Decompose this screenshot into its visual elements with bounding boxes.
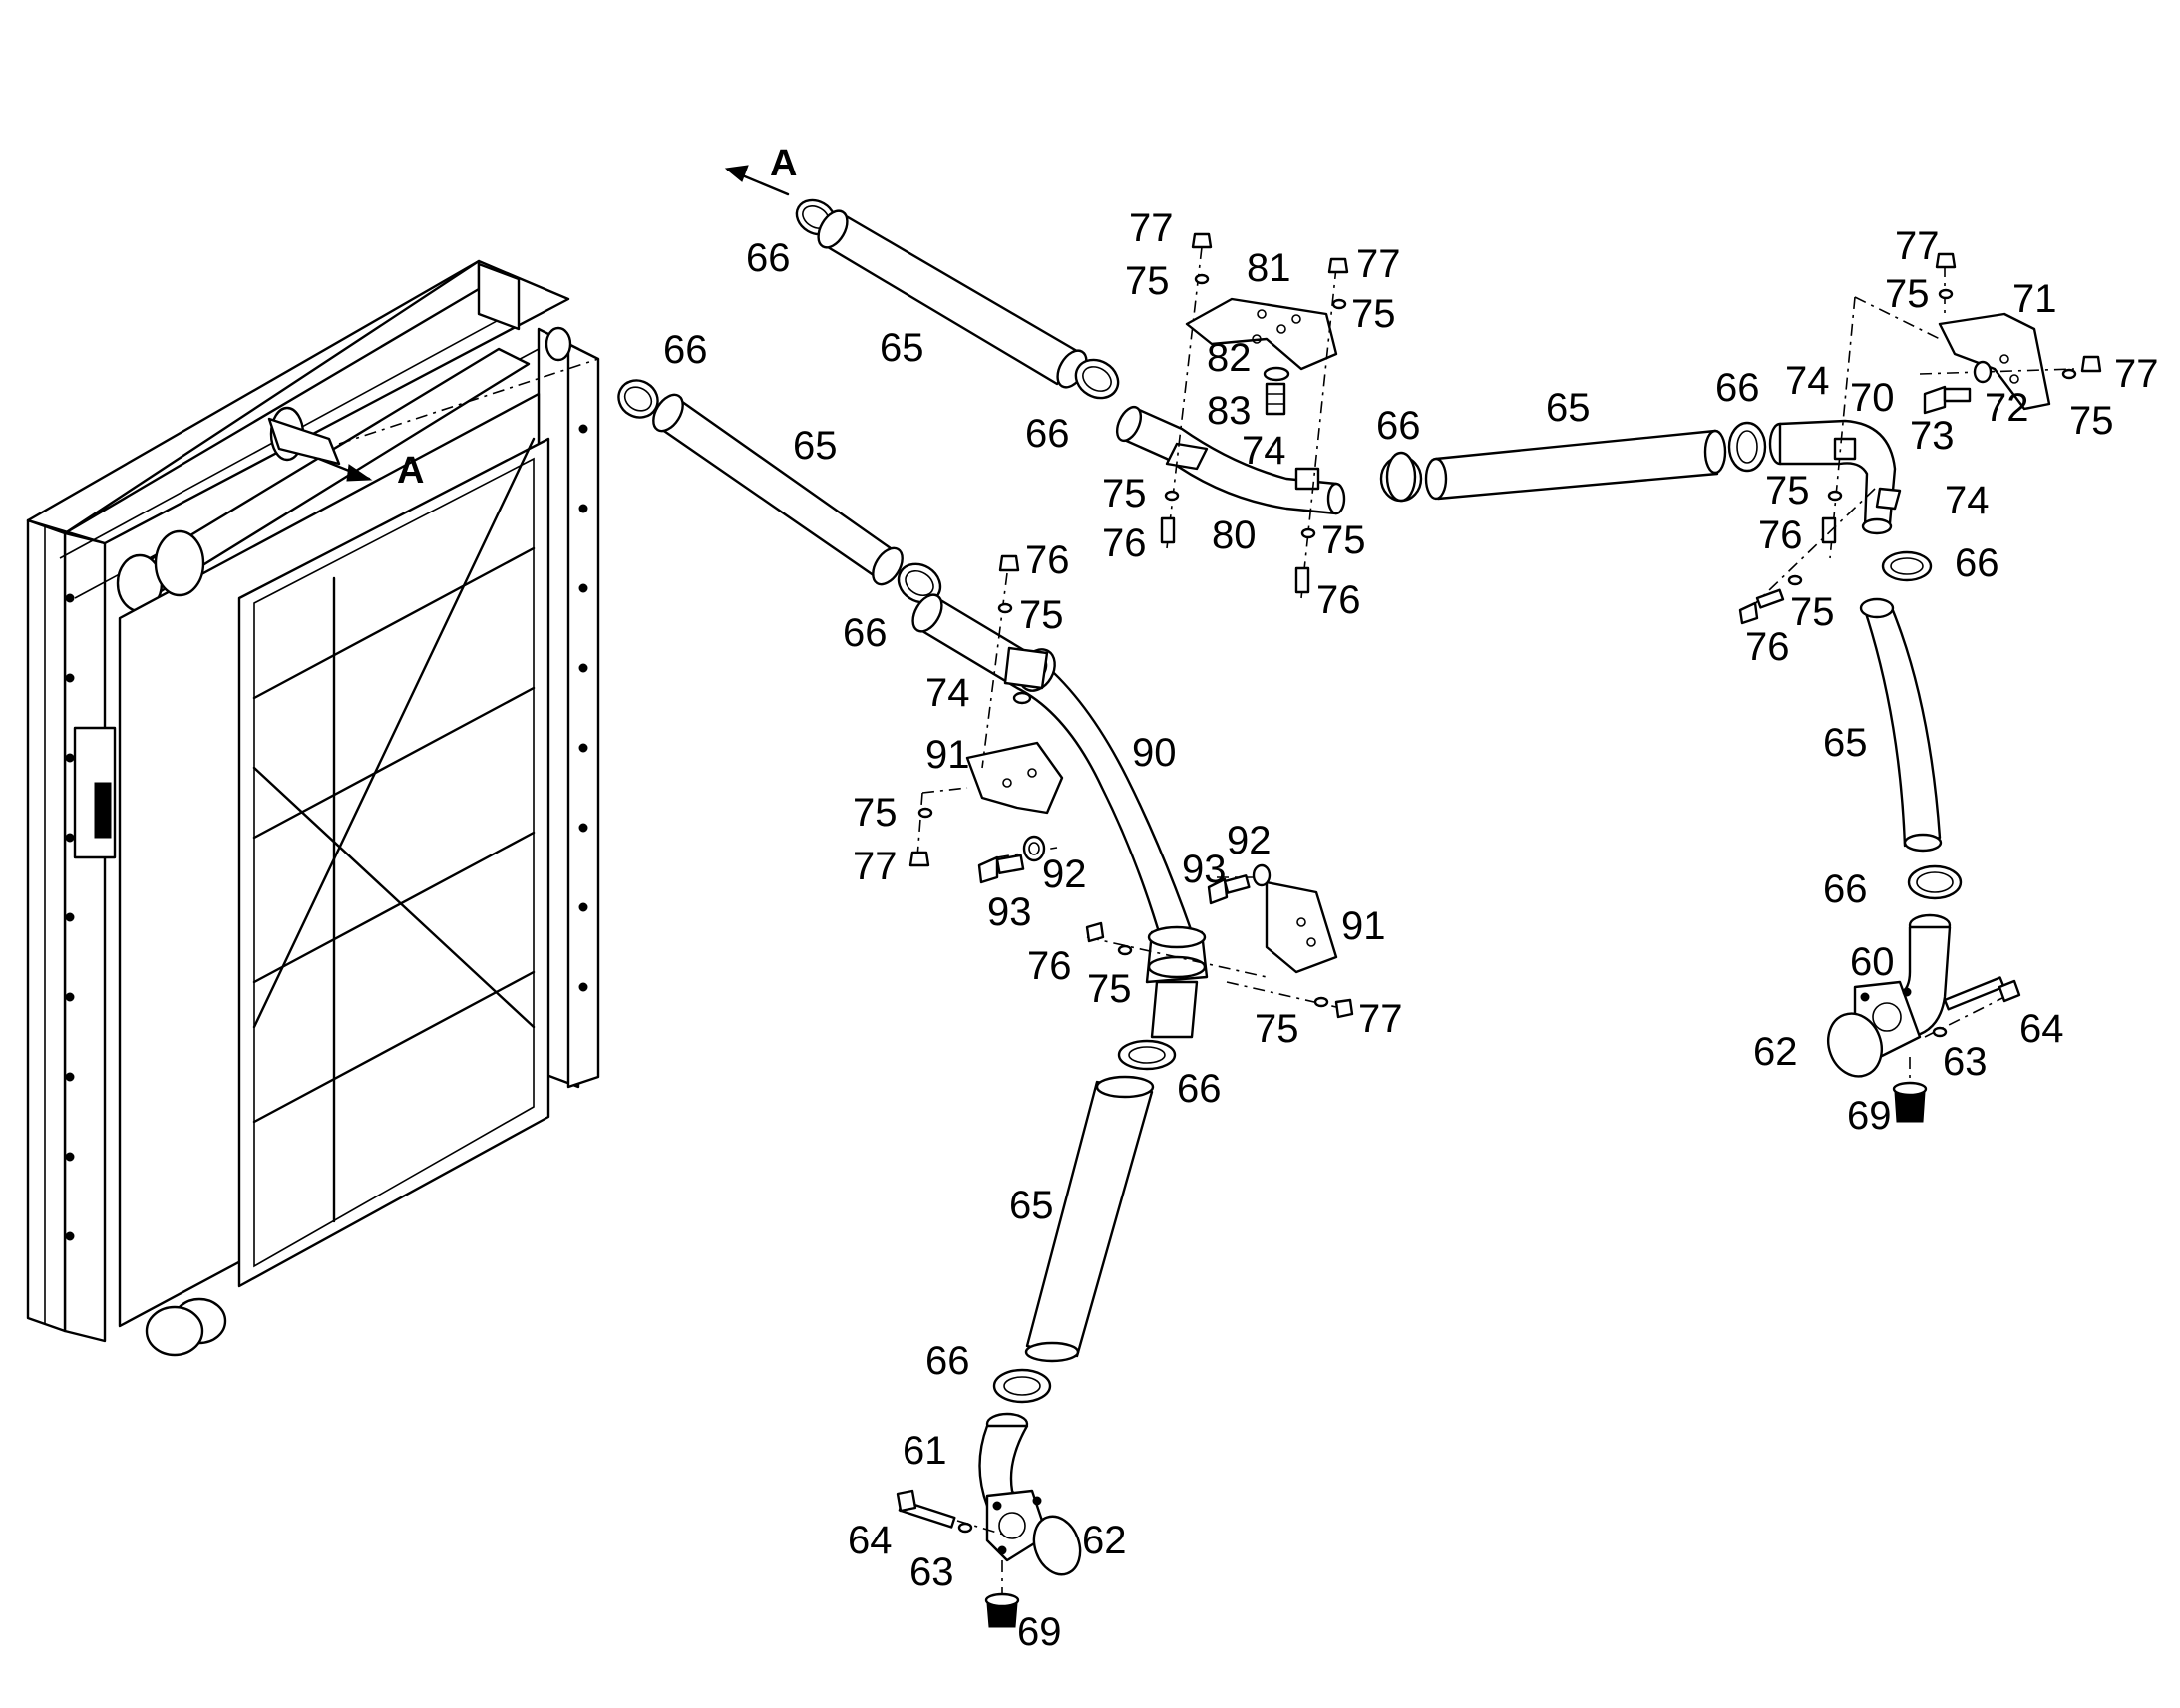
section-letter: A (770, 143, 797, 184)
callout-90: 90 (1132, 731, 1177, 775)
callout-75: 75 (1255, 1007, 1299, 1051)
callout-77: 77 (1895, 224, 1940, 268)
callout-69: 69 (1017, 1610, 1062, 1654)
long-hose-66-65-66 (1385, 421, 1767, 503)
callout-92: 92 (1227, 819, 1272, 862)
callout-75: 75 (1125, 259, 1170, 303)
callout-74: 74 (1945, 479, 1990, 522)
callout-83: 83 (1207, 389, 1252, 433)
callout-75: 75 (1087, 967, 1132, 1011)
callout-75: 75 (2069, 399, 2114, 443)
callout-73: 73 (1910, 414, 1955, 458)
callout-65: 65 (1823, 721, 1868, 765)
elbow-60-assembly (1827, 913, 2021, 1123)
callout-77: 77 (1129, 206, 1174, 250)
fasteners-left-mid (908, 554, 1058, 884)
section-letter: A (397, 450, 424, 492)
callout-77: 77 (853, 845, 898, 888)
upper-hose-66-65-66 (795, 198, 1120, 400)
section-arrow-a-hose: A (724, 143, 797, 196)
callout-93: 93 (987, 890, 1032, 934)
frame-bolt-row (65, 424, 588, 1241)
fasteners-right-upper (1738, 252, 2102, 625)
fasteners-upper-center (1160, 232, 1349, 599)
callout-91: 91 (925, 733, 970, 777)
callout-91: 91 (1341, 904, 1386, 948)
callout-62: 62 (1753, 1030, 1798, 1074)
callout-75: 75 (1790, 590, 1835, 634)
callout-65: 65 (1546, 386, 1591, 430)
callout-64: 64 (2019, 1007, 2064, 1051)
callout-72: 72 (1985, 386, 2029, 430)
callout-66: 66 (1955, 541, 1999, 585)
callout-93: 93 (1182, 848, 1227, 891)
callout-74: 74 (1242, 429, 1286, 473)
callout-75: 75 (1321, 518, 1366, 562)
bracket-91-left (965, 741, 1064, 815)
callout-64: 64 (848, 1519, 893, 1562)
callout-74: 74 (925, 671, 970, 715)
callout-80: 80 (1212, 513, 1257, 557)
callout-66: 66 (1025, 412, 1070, 456)
callout-65: 65 (793, 424, 838, 468)
callout-66: 66 (1177, 1067, 1222, 1111)
callout-75: 75 (1102, 472, 1147, 515)
callout-76: 76 (1758, 513, 1803, 557)
fasteners-right-mid (1085, 863, 1354, 1019)
bracket-71 (1938, 312, 2051, 411)
callout-76: 76 (1025, 538, 1070, 582)
callout-92: 92 (1042, 853, 1087, 896)
bracket-81 (1185, 297, 1338, 371)
callout-75: 75 (1019, 593, 1064, 637)
callout-71: 71 (2012, 277, 2057, 321)
callout-75: 75 (853, 791, 898, 835)
elbow-61-assembly (896, 1412, 1082, 1628)
elbow-70-assembly (1768, 419, 1902, 535)
callout-70: 70 (1850, 376, 1895, 420)
right-vertical-hose (1859, 550, 1963, 900)
callout-81: 81 (1247, 246, 1291, 290)
callout-66: 66 (843, 611, 888, 655)
callout-69: 69 (1847, 1094, 1892, 1138)
callout-75: 75 (1351, 292, 1396, 336)
lower-hose-66-65-66 (992, 1039, 1177, 1404)
callout-77: 77 (1356, 242, 1401, 286)
callout-65: 65 (1009, 1184, 1054, 1227)
callout-62: 62 (1082, 1519, 1127, 1562)
callout-63: 63 (1943, 1040, 1988, 1084)
callout-75: 75 (1765, 469, 1810, 512)
callout-61: 61 (903, 1429, 947, 1473)
callout-66: 66 (925, 1339, 970, 1383)
callout-76: 76 (1027, 944, 1072, 988)
callout-74: 74 (1785, 359, 1830, 403)
bracket-91-right (1265, 880, 1338, 974)
radiator-assembly (26, 259, 600, 1357)
callout-63: 63 (909, 1550, 954, 1594)
callout-65: 65 (880, 326, 924, 370)
callout-66: 66 (663, 328, 708, 372)
callout-82: 82 (1207, 336, 1252, 380)
callout-66: 66 (1376, 404, 1421, 448)
callout-66: 66 (746, 236, 791, 280)
callout-66: 66 (1715, 366, 1760, 410)
callout-75: 75 (1885, 272, 1930, 316)
bolt-82-83 (1263, 366, 1290, 416)
callout-66: 66 (1823, 867, 1868, 911)
callout-60: 60 (1850, 940, 1895, 984)
callout-labels: 66 65 66 66 65 66 77 75 81 77 75 82 83 7… (663, 206, 2159, 1654)
callout-76: 76 (1316, 578, 1361, 622)
section-arrow-a-radiator: A (317, 358, 599, 492)
callout-77: 77 (1358, 997, 1403, 1041)
callout-77: 77 (2114, 352, 2159, 396)
middle-hose-66-65-66 (617, 379, 942, 604)
callout-76: 76 (1745, 625, 1790, 669)
callout-76: 76 (1102, 521, 1147, 565)
